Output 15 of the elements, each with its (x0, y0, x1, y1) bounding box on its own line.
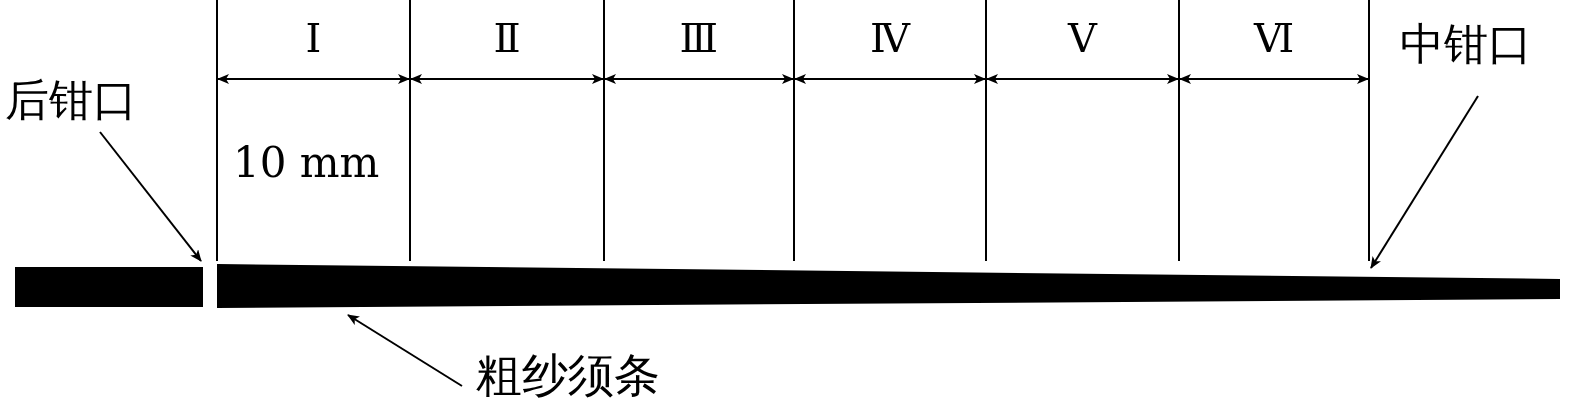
nip-label: 后钳口 (5, 78, 137, 122)
rear-bar (15, 267, 203, 307)
zone-numeral: Ⅱ (493, 18, 521, 58)
leader-arrow (99, 131, 202, 262)
zone-numeral: Ⅳ (870, 18, 910, 58)
zone-numeral: Ⅰ (305, 18, 322, 58)
dimension-label: 10 mm (233, 142, 380, 184)
leader-arrow (1370, 95, 1479, 269)
leader-arrow (347, 314, 463, 387)
zone-numeral: Ⅲ (679, 18, 719, 58)
zone-numeral: Ⅴ (1068, 18, 1097, 58)
fiber-strand (217, 264, 1560, 308)
strand-label: 粗纱须条 (476, 352, 660, 398)
nip-label: 中钳口 (1400, 22, 1532, 66)
zone-numeral: Ⅵ (1254, 18, 1295, 58)
